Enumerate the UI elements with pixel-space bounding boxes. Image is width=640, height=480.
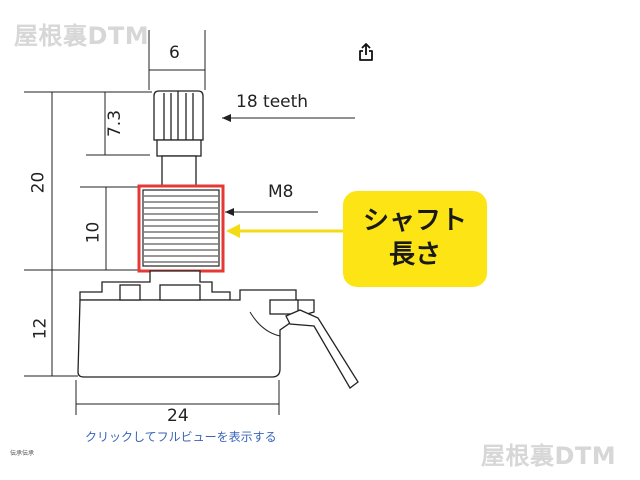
thread-annotation: M8 <box>268 182 294 202</box>
callout-arrowhead <box>226 224 240 238</box>
callout-line2: 長さ <box>388 240 441 270</box>
mounting-nut <box>79 270 231 301</box>
dim-shaft-top-width: 6 <box>169 43 180 63</box>
thread-arrowhead <box>225 208 234 216</box>
watermark-bottom: 屋根裏DTM <box>481 442 617 470</box>
shaft-collar <box>156 139 202 157</box>
callout-line1: シャフト <box>362 206 467 237</box>
dim-total-shaft-height: 20 <box>28 171 49 194</box>
share-button[interactable] <box>355 40 377 64</box>
body-curve <box>249 311 281 337</box>
dim-body-height: 12 <box>30 317 51 340</box>
teeth-annotation: 18 teeth <box>236 92 309 112</box>
shaft-neck <box>161 155 197 187</box>
share-icon <box>359 43 373 61</box>
dim-body-width: 24 <box>167 406 189 426</box>
solder-terminal <box>285 309 359 389</box>
pot-body <box>77 289 315 378</box>
watermark-top: 屋根裏DTM <box>14 22 150 50</box>
dim-knurl-height: 7.3 <box>105 109 126 138</box>
teeth-arrowhead <box>222 114 231 122</box>
small-caption-text: 伝承伝承 <box>10 450 35 457</box>
shaft-length-callout: シャフト 長さ <box>343 191 487 287</box>
threaded-bushing <box>142 189 220 267</box>
full-view-link[interactable]: クリックしてフルビューを表示する <box>85 430 277 444</box>
dim-thread-length: 10 <box>83 221 104 244</box>
